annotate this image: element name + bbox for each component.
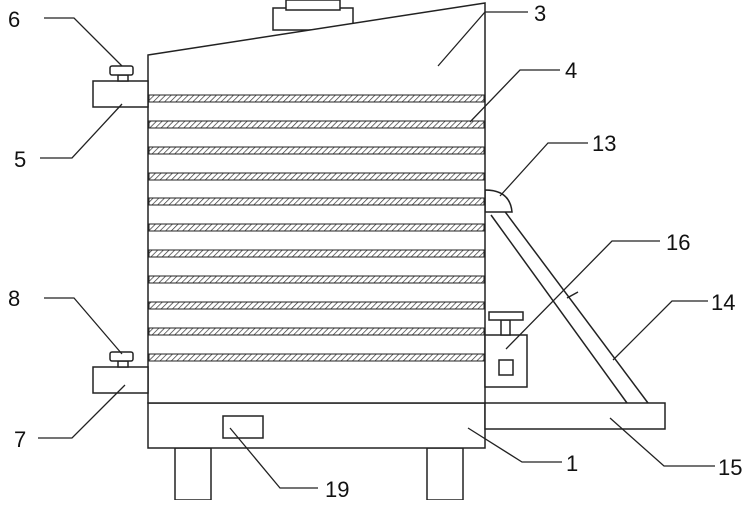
support-strut-inner (490, 214, 628, 404)
label-8: 8 (8, 286, 20, 311)
shelf-group (148, 94, 485, 362)
leader-13 (499, 142, 588, 197)
label-3: 3 (534, 1, 546, 26)
side-device-stem (500, 319, 511, 336)
leader-16 (505, 240, 660, 350)
shelf (148, 120, 485, 129)
shelf (148, 94, 485, 103)
side-device-handle (488, 311, 524, 321)
leader-8 (44, 297, 123, 355)
upper-bracket (92, 80, 149, 108)
lower-valve-knob (109, 351, 134, 362)
leader-lines (38, 11, 715, 489)
shelf (148, 275, 485, 284)
label-6: 6 (8, 7, 20, 32)
leader-5 (40, 103, 123, 159)
label-7: 7 (14, 427, 26, 452)
leader-14 (612, 300, 708, 361)
leader-4 (469, 69, 560, 123)
leader-7 (38, 384, 126, 439)
leader-19 (229, 427, 318, 489)
label-4: 4 (565, 58, 577, 83)
shelf (148, 301, 485, 310)
base-box (147, 402, 486, 449)
side-platform (484, 402, 666, 430)
leader-3 (437, 11, 528, 67)
lower-valve-stem (117, 360, 129, 368)
top-inlet-cap (285, 0, 341, 11)
support-strut-outer (499, 204, 649, 404)
leader-15 (609, 417, 715, 467)
right-leg (426, 447, 464, 501)
label-5: 5 (14, 147, 26, 172)
label-15: 15 (718, 455, 742, 480)
upper-valve-stem (117, 74, 129, 82)
part-labels: 6 3 4 5 13 16 8 14 7 15 19 1 (8, 1, 742, 502)
shelf (148, 197, 485, 206)
side-device-window (498, 359, 514, 376)
label-19: 19 (325, 477, 349, 500)
shelf (148, 249, 485, 258)
label-1: 1 (566, 451, 578, 476)
lower-bracket (92, 366, 149, 394)
shelf (148, 223, 485, 232)
leader-6 (44, 17, 123, 67)
left-leg (174, 447, 212, 501)
shelf (148, 146, 485, 155)
shelf (148, 327, 485, 336)
hinge (484, 189, 513, 213)
control-panel (222, 415, 264, 439)
label-14: 14 (711, 290, 735, 315)
leader-1 (467, 427, 562, 463)
upper-valve-knob (109, 65, 134, 76)
shelf (148, 172, 485, 181)
label-13: 13 (592, 131, 616, 156)
shelf (148, 353, 485, 362)
strut-joint (566, 291, 579, 299)
label-16: 16 (666, 230, 690, 255)
